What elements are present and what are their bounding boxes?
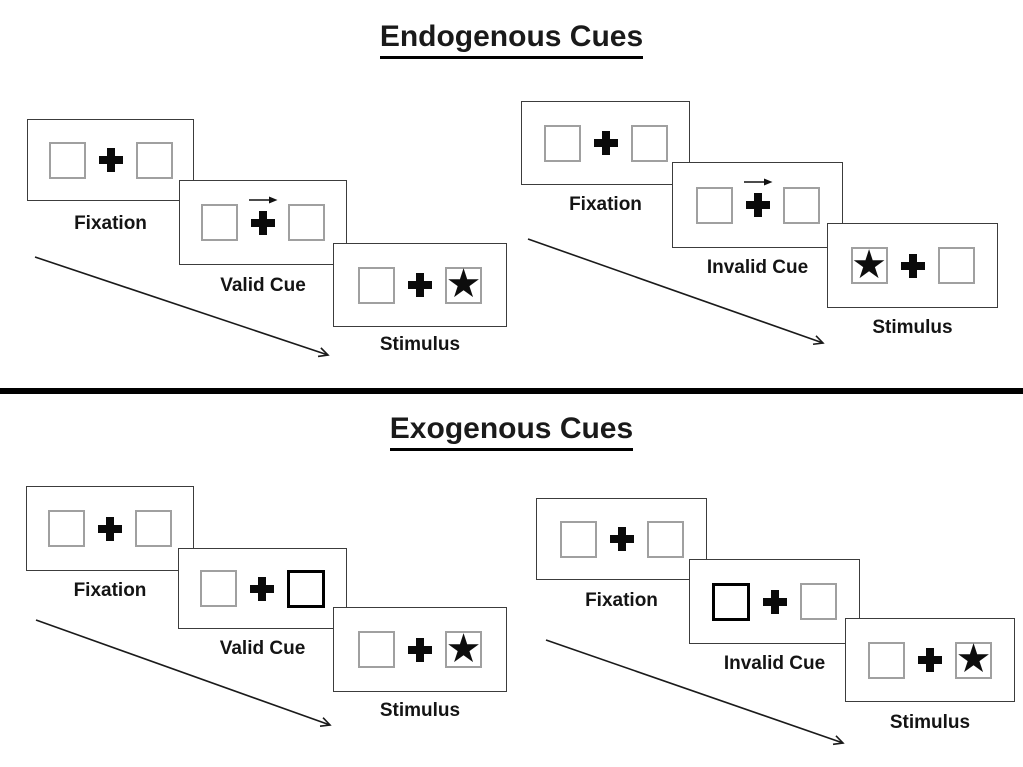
card-fixation [536, 498, 707, 580]
step-label-stimulus: Stimulus [379, 334, 461, 355]
card-stimulus: ★ [333, 243, 507, 327]
cue-arrow-right-icon [249, 196, 278, 203]
placeholder-box-left [48, 141, 86, 179]
placeholder-box-left [358, 266, 395, 304]
step-label-stimulus: Stimulus [872, 317, 953, 338]
step-label-valid-cue: Valid Cue [220, 275, 306, 296]
placeholder-box-left [559, 520, 597, 558]
highlighted-cue-box-left [712, 582, 750, 621]
placeholder-box-right [937, 247, 975, 284]
card-stimulus: ★ [827, 223, 998, 308]
placeholder-box-right [646, 520, 684, 558]
fixation-cross-icon [408, 273, 432, 297]
placeholder-box-left [201, 204, 238, 241]
target-box-right: ★ [445, 262, 482, 306]
section-title-endogenous-text: Endogenous Cues [379, 20, 644, 59]
timeline-arrow-icon [527, 238, 825, 346]
section-divider [0, 388, 1023, 394]
section-title-endogenous: Endogenous Cues [0, 20, 1023, 59]
step-label-invalid-cue: Invalid Cue [706, 257, 809, 278]
card-invalid-cue [672, 162, 843, 248]
step-label-stimulus: Stimulus [889, 712, 971, 733]
placeholder-box-left [543, 124, 581, 162]
star-icon: ★ [851, 242, 887, 287]
card-fixation [27, 119, 194, 201]
placeholder-box-left [200, 570, 237, 607]
placeholder-box-right [135, 141, 173, 179]
step-label-stimulus: Stimulus [379, 700, 461, 721]
fixation-cross-icon [250, 576, 274, 601]
placeholder-box-left [695, 186, 733, 224]
fixation-cross-icon [593, 131, 618, 155]
timeline-arrow-icon [545, 639, 845, 746]
card-fixation [26, 486, 194, 571]
card-fixation [521, 101, 690, 185]
card-stimulus: ★ [845, 618, 1015, 702]
step-label-fixation: Fixation [585, 590, 658, 611]
highlighted-cue-box-right [287, 569, 325, 608]
card-valid-cue [178, 548, 347, 629]
section-title-exogenous-text: Exogenous Cues [389, 412, 634, 451]
timeline-arrow-icon [34, 256, 330, 358]
timeline-arrow-icon [35, 619, 332, 728]
fixation-cross-icon [98, 516, 122, 541]
placeholder-box-left [868, 641, 905, 679]
step-label-fixation: Fixation [569, 194, 642, 215]
placeholder-box-right [288, 204, 325, 241]
target-box-right: ★ [955, 637, 992, 681]
placeholder-box-left [48, 510, 85, 547]
target-box-right: ★ [445, 626, 482, 671]
fixation-cross-icon [98, 148, 123, 172]
placeholder-box-left [358, 631, 395, 668]
target-box-left: ★ [850, 242, 888, 287]
step-label-fixation: Fixation [73, 580, 147, 601]
card-invalid-cue [689, 559, 860, 644]
placeholder-box-right [800, 583, 837, 620]
cue-arrow-right-icon [743, 178, 772, 186]
card-valid-cue [179, 180, 347, 265]
star-icon: ★ [445, 626, 482, 671]
fixation-cross-icon [609, 527, 634, 551]
placeholder-box-right [630, 124, 668, 162]
fixation-cross-icon [918, 648, 942, 672]
star-icon: ★ [955, 637, 992, 681]
star-icon: ★ [445, 262, 482, 306]
placeholder-box-right [135, 510, 172, 547]
section-title-exogenous: Exogenous Cues [0, 412, 1023, 451]
card-stimulus: ★ [333, 607, 507, 692]
fixation-cross-icon [408, 637, 432, 662]
step-label-valid-cue: Valid Cue [219, 638, 306, 659]
fixation-cross-icon [743, 178, 772, 217]
step-label-invalid-cue: Invalid Cue [723, 653, 826, 674]
fixation-cross-icon [763, 589, 787, 614]
step-label-fixation: Fixation [74, 213, 147, 234]
fixation-cross-icon [900, 253, 925, 278]
placeholder-box-right [782, 186, 820, 224]
fixation-cross-icon [249, 196, 278, 235]
